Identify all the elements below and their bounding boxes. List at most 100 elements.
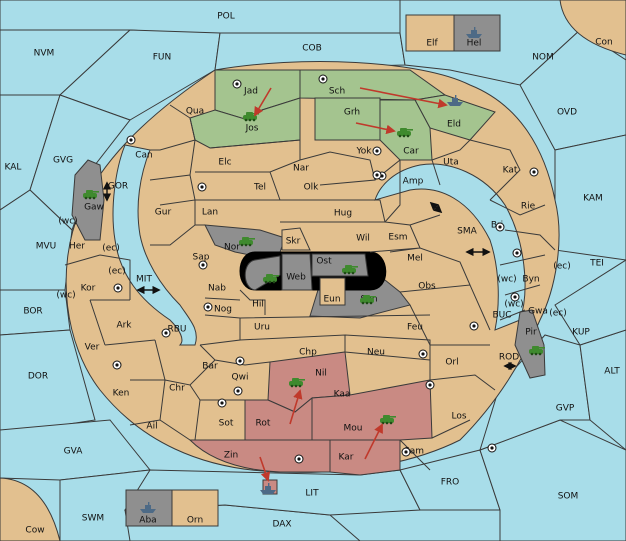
sea-OVD[interactable] [519,29,626,151]
land-label-Can: Can [135,151,153,161]
land-Jos[interactable] [189,97,301,149]
supply-center-icon [217,398,227,408]
sea-label-KAL: KAL [5,163,22,173]
land-Elf[interactable] [405,14,455,52]
land-label-Olk: Olk [304,183,320,193]
supply-center-icon [113,283,123,293]
land-label-Skr: Skr [286,237,301,247]
sea-label-GVG: GVG [53,156,73,166]
sea-label-ROD: ROD [499,353,519,363]
supply-center-icon [235,356,245,366]
land-label-Sch: Sch [329,87,345,97]
supply-center-icon [203,302,213,312]
land-Gaw[interactable] [71,159,105,241]
land-label-Feu: Feu [407,323,423,333]
coast-label-wc: (wc) [56,291,75,301]
land-label-Mou: Mou [344,424,363,434]
sea-KUP[interactable] [554,259,626,346]
supply-center-icon [512,248,522,258]
sea-label-BUC: BUC [492,311,511,321]
supply-center-icon [469,321,479,331]
sea-label-Cow: Cow [25,526,44,536]
land-label-Qua: Qua [186,107,204,117]
coast-label-ec: (ec) [102,244,120,254]
sea-FUN[interactable] [59,29,221,121]
land-label-Sap: Sap [193,253,210,263]
land-label-Yok: Yok [355,147,372,157]
supply-center-icon [495,222,505,232]
land-label-Wil: Wil [356,234,370,244]
land-label-Uta: Uta [443,158,459,168]
sea-label-DAX: DAX [272,520,291,530]
supply-center-icon [510,292,520,302]
supply-center-icon [418,349,428,359]
land-Zin[interactable] [188,439,331,473]
sea-label-GOR: GOR [108,182,128,192]
sea-label-NOM: NOM [532,53,554,63]
land-label-Obs: Obs [418,282,436,292]
land-label-Her: Her [69,242,85,252]
land-label-Uru: Uru [254,323,270,333]
sea-label-BOR: BOR [23,307,42,317]
land-label-Ark: Ark [116,321,132,331]
land-label-Amp: Amp [403,177,424,187]
land-label-Ail: Ail [146,422,157,432]
land-label-Nab: Nab [208,284,226,294]
land-label-Ver: Ver [85,343,100,353]
sea-POL[interactable] [0,0,401,34]
land-label-Grh: Grh [344,108,360,118]
land-label-Lan: Lan [202,208,218,218]
sea-label-MIT: MIT [136,275,152,285]
supply-center-icon [318,74,328,84]
coast-label-wc: (wc) [504,300,523,310]
land-label-Kar: Kar [339,453,354,463]
sea-MIT-gulf[interactable] [112,144,197,346]
land-label-Mel: Mel [407,254,423,264]
land-label-Tel: Tel [253,183,266,193]
land-label-Jad: Jad [243,87,258,97]
order-arrow [259,456,271,482]
land-label-Eld: Eld [447,120,461,130]
land-label-Bar: Bar [202,362,218,372]
land-label-Hel: Hel [467,39,482,49]
coast-label-wc: (wc) [497,275,516,285]
land-Skr[interactable] [281,227,311,251]
land-label-Byn: Byn [522,275,539,285]
order-arrow [289,389,303,425]
order-arrow [359,87,448,109]
coast-label-ec: (ec) [549,309,567,319]
land-label-Kor: Kor [81,284,96,294]
sea-label-RBU: RBU [167,325,186,335]
sea-label-SWM: SWM [82,514,104,524]
land-label-Hil: Hil [252,300,264,310]
land-label-Nar: Nar [293,164,309,174]
land-Eun[interactable] [319,277,346,306]
coast-label-ec: (ec) [108,267,126,277]
land-label-Esm: Esm [388,233,407,243]
land-label-Elf: Elf [426,39,438,49]
land-label-Chp: Chp [299,348,317,358]
supply-center-icon [425,380,435,390]
sea-label-SMA: SMA [457,227,477,237]
sea-label-FUN: FUN [153,53,172,63]
supply-center-icon [112,360,122,370]
supply-center-icon [529,167,539,177]
sea-label-COB: COB [302,44,322,54]
sea-SMA[interactable] [374,163,526,331]
land-label-Elc: Elc [218,158,231,168]
sea-label-SOM: SOM [558,492,579,502]
sea-label-GVP: GVP [556,404,575,414]
supply-center-icon [197,182,207,192]
land-Grh[interactable] [314,97,381,141]
land-label-Jos: Jos [245,124,259,134]
land-Web[interactable] [281,253,313,291]
land-Orn[interactable] [171,489,219,527]
land-label-Zin: Zin [224,451,238,461]
order-arrow [355,122,396,135]
land-label-Rie: Rie [521,202,536,212]
sea-label-KUP: KUP [572,328,590,338]
land-borders [64,104,556,471]
land-label-Nil: Nil [315,369,327,379]
land-Pir[interactable] [514,309,546,379]
